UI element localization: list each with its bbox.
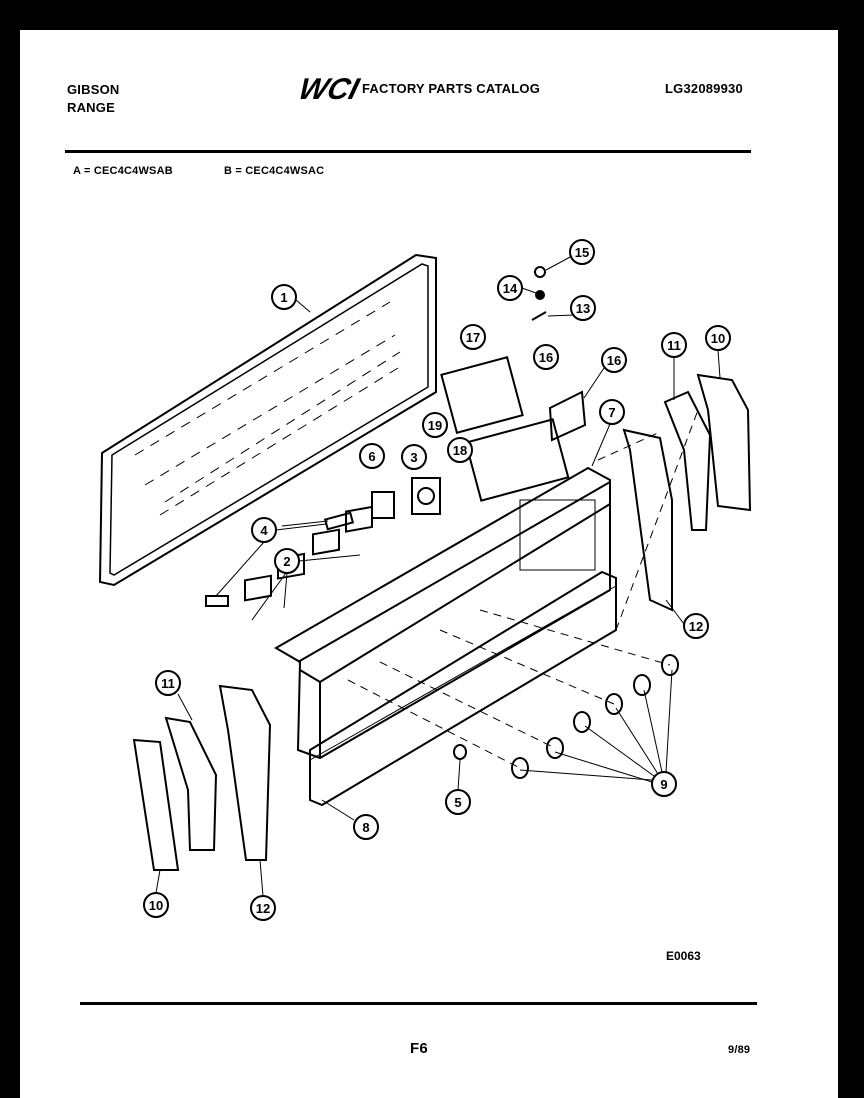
right-trim-piece <box>663 390 712 531</box>
callout-10-left: 10 <box>149 898 163 913</box>
footer-rule <box>80 1002 757 1005</box>
washer-part <box>535 290 545 300</box>
callout-10-right: 10 <box>711 331 725 346</box>
revision-date: 9/89 <box>728 1044 751 1056</box>
callout-7: 7 <box>608 405 615 420</box>
callout-16b: 16 <box>539 350 553 365</box>
callout-2: 2 <box>283 554 290 569</box>
callout-18: 18 <box>453 443 467 458</box>
nut-part <box>534 266 546 278</box>
callout-12-left: 12 <box>256 901 270 916</box>
callout-19: 19 <box>428 418 442 433</box>
callout-9: 9 <box>660 777 667 792</box>
callout-1: 1 <box>280 290 287 305</box>
header-rule <box>65 150 751 153</box>
left-end-cap <box>132 738 180 871</box>
page-code: F6 <box>410 1040 428 1057</box>
left-end-bracket <box>218 684 272 861</box>
switch-parts <box>244 505 373 602</box>
clock-part <box>440 355 524 435</box>
callout-4: 4 <box>260 523 268 538</box>
callout-5: 5 <box>454 795 461 810</box>
wci-logo: WCI <box>295 72 366 108</box>
control-panel-part <box>274 466 611 760</box>
left-trim-piece <box>164 716 218 851</box>
thermostat-part <box>411 477 441 515</box>
right-end-cap <box>696 373 752 512</box>
right-end-bracket <box>622 428 673 612</box>
clock-window-part <box>464 418 570 502</box>
logo-text: WCI <box>296 73 363 103</box>
callout-12-right: 12 <box>689 619 703 634</box>
backguard-panel-part <box>98 253 437 587</box>
bracket-part <box>548 390 587 442</box>
callout-15: 15 <box>575 245 589 260</box>
screw-part <box>531 311 547 321</box>
model-a: A = CEC4C4WSAB <box>73 165 173 177</box>
callout-11-left: 11 <box>161 676 175 691</box>
catalog-number: LG32089930 <box>665 81 743 96</box>
catalog-page: GIBSON RANGE WCI FACTORY PARTS CATALOG L… <box>20 30 838 1098</box>
brand-name: GIBSON <box>67 82 120 97</box>
product-name: RANGE <box>67 100 115 115</box>
exploded-parts-diagram: 1 2 3 4 5 6 7 8 9 10 11 12 13 14 15 16 1… <box>98 239 752 963</box>
drawing-code: E0063 <box>666 949 701 963</box>
selector-switch-part <box>371 491 395 519</box>
callout-3: 3 <box>410 450 417 465</box>
indicator-light-part <box>205 511 355 607</box>
model-b: B = CEC4C4WSAC <box>224 165 325 177</box>
callout-8: 8 <box>362 820 369 835</box>
callout-13: 13 <box>576 301 590 316</box>
catalog-title: FACTORY PARTS CATALOG <box>362 81 541 96</box>
callout-6: 6 <box>368 449 375 464</box>
callout-11-right: 11 <box>667 338 681 353</box>
callout-14: 14 <box>503 281 518 296</box>
lower-trim-part <box>309 570 617 807</box>
knob-parts <box>453 654 679 779</box>
callout-16: 16 <box>607 353 621 368</box>
callout-17: 17 <box>466 330 480 345</box>
